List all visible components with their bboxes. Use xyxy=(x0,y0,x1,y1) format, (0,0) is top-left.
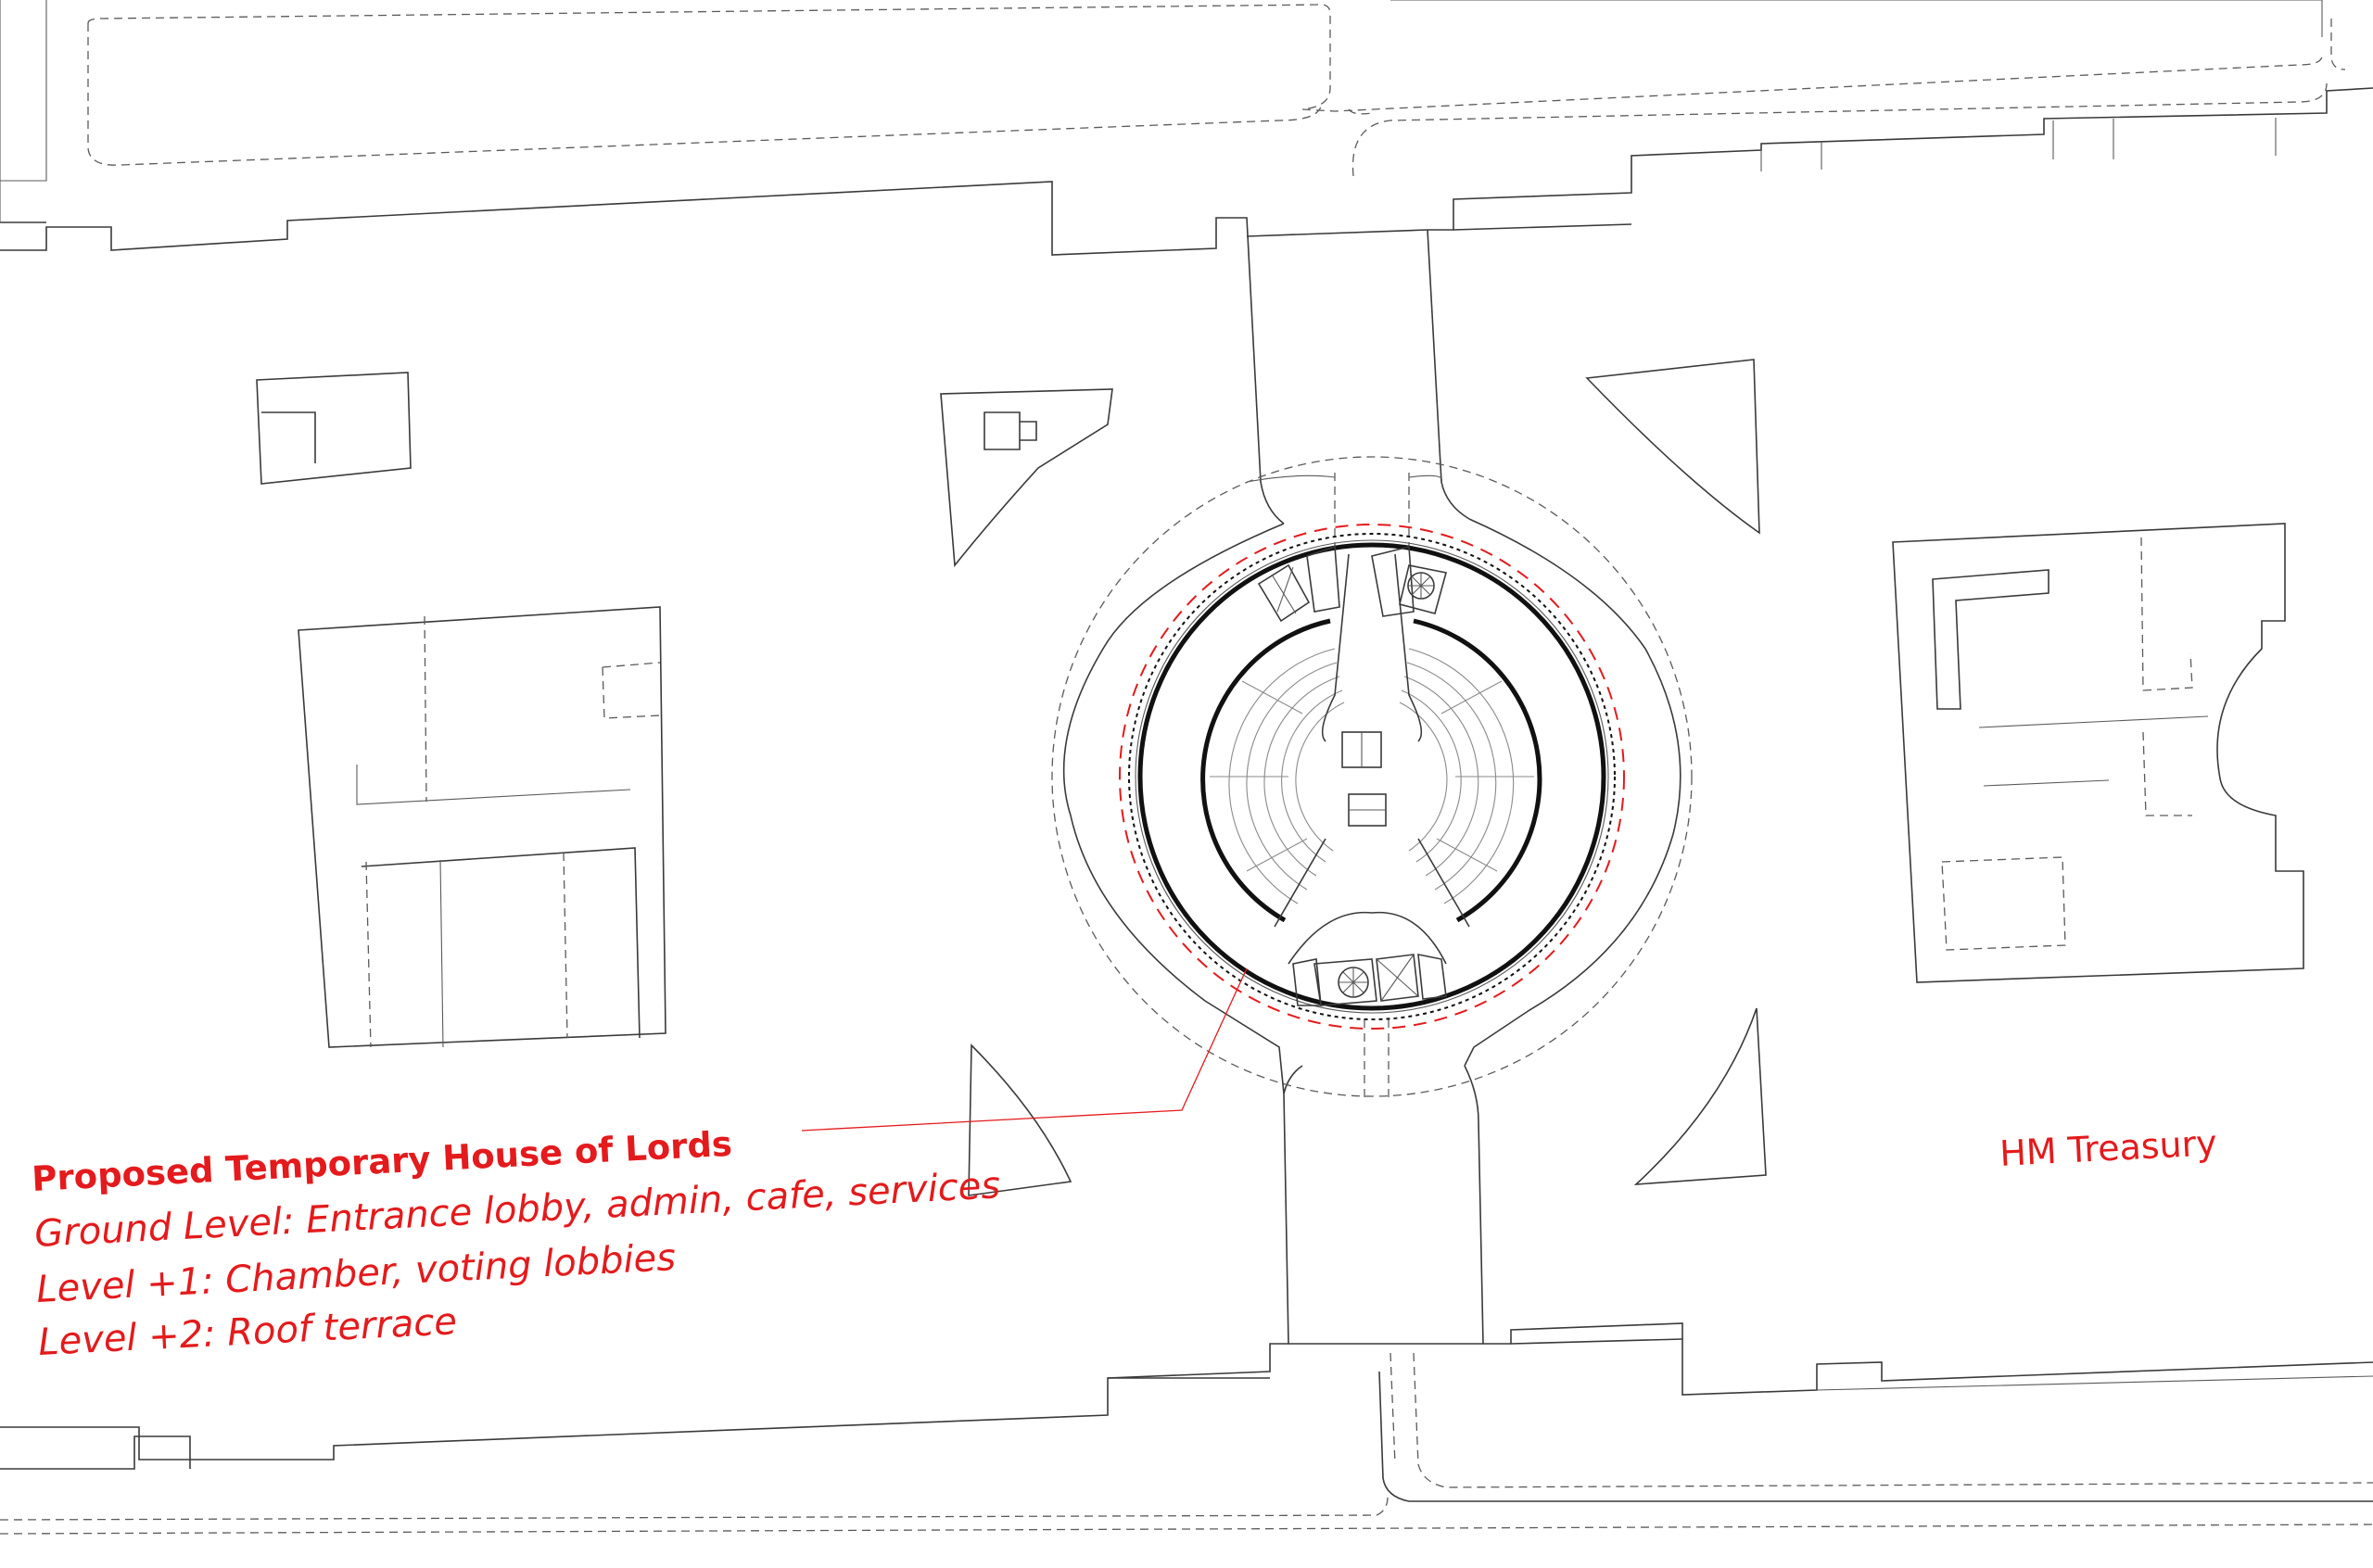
temporary-house-of-lords xyxy=(1119,524,1625,1030)
proposal-level-2: Level +2: Roof terrace xyxy=(37,1300,458,1364)
hm-treasury-label: HM Treasury xyxy=(1999,1122,2217,1174)
chamber-seating xyxy=(1200,618,1542,923)
roundabout xyxy=(1051,456,1693,1098)
outer-colonnade xyxy=(1128,533,1616,1020)
leader-line xyxy=(801,967,1248,1132)
south-core xyxy=(1292,954,1447,1006)
top-street xyxy=(87,0,2346,177)
north-core xyxy=(1257,545,1447,623)
site-boundary-outline xyxy=(1119,524,1625,1030)
central-streets xyxy=(0,229,2373,1535)
left-building xyxy=(0,0,1303,1470)
outer-wall xyxy=(1137,542,1606,1011)
annotations: Proposed Temporary House of Lords Ground… xyxy=(31,967,2218,1364)
right-building xyxy=(1427,87,2373,1396)
